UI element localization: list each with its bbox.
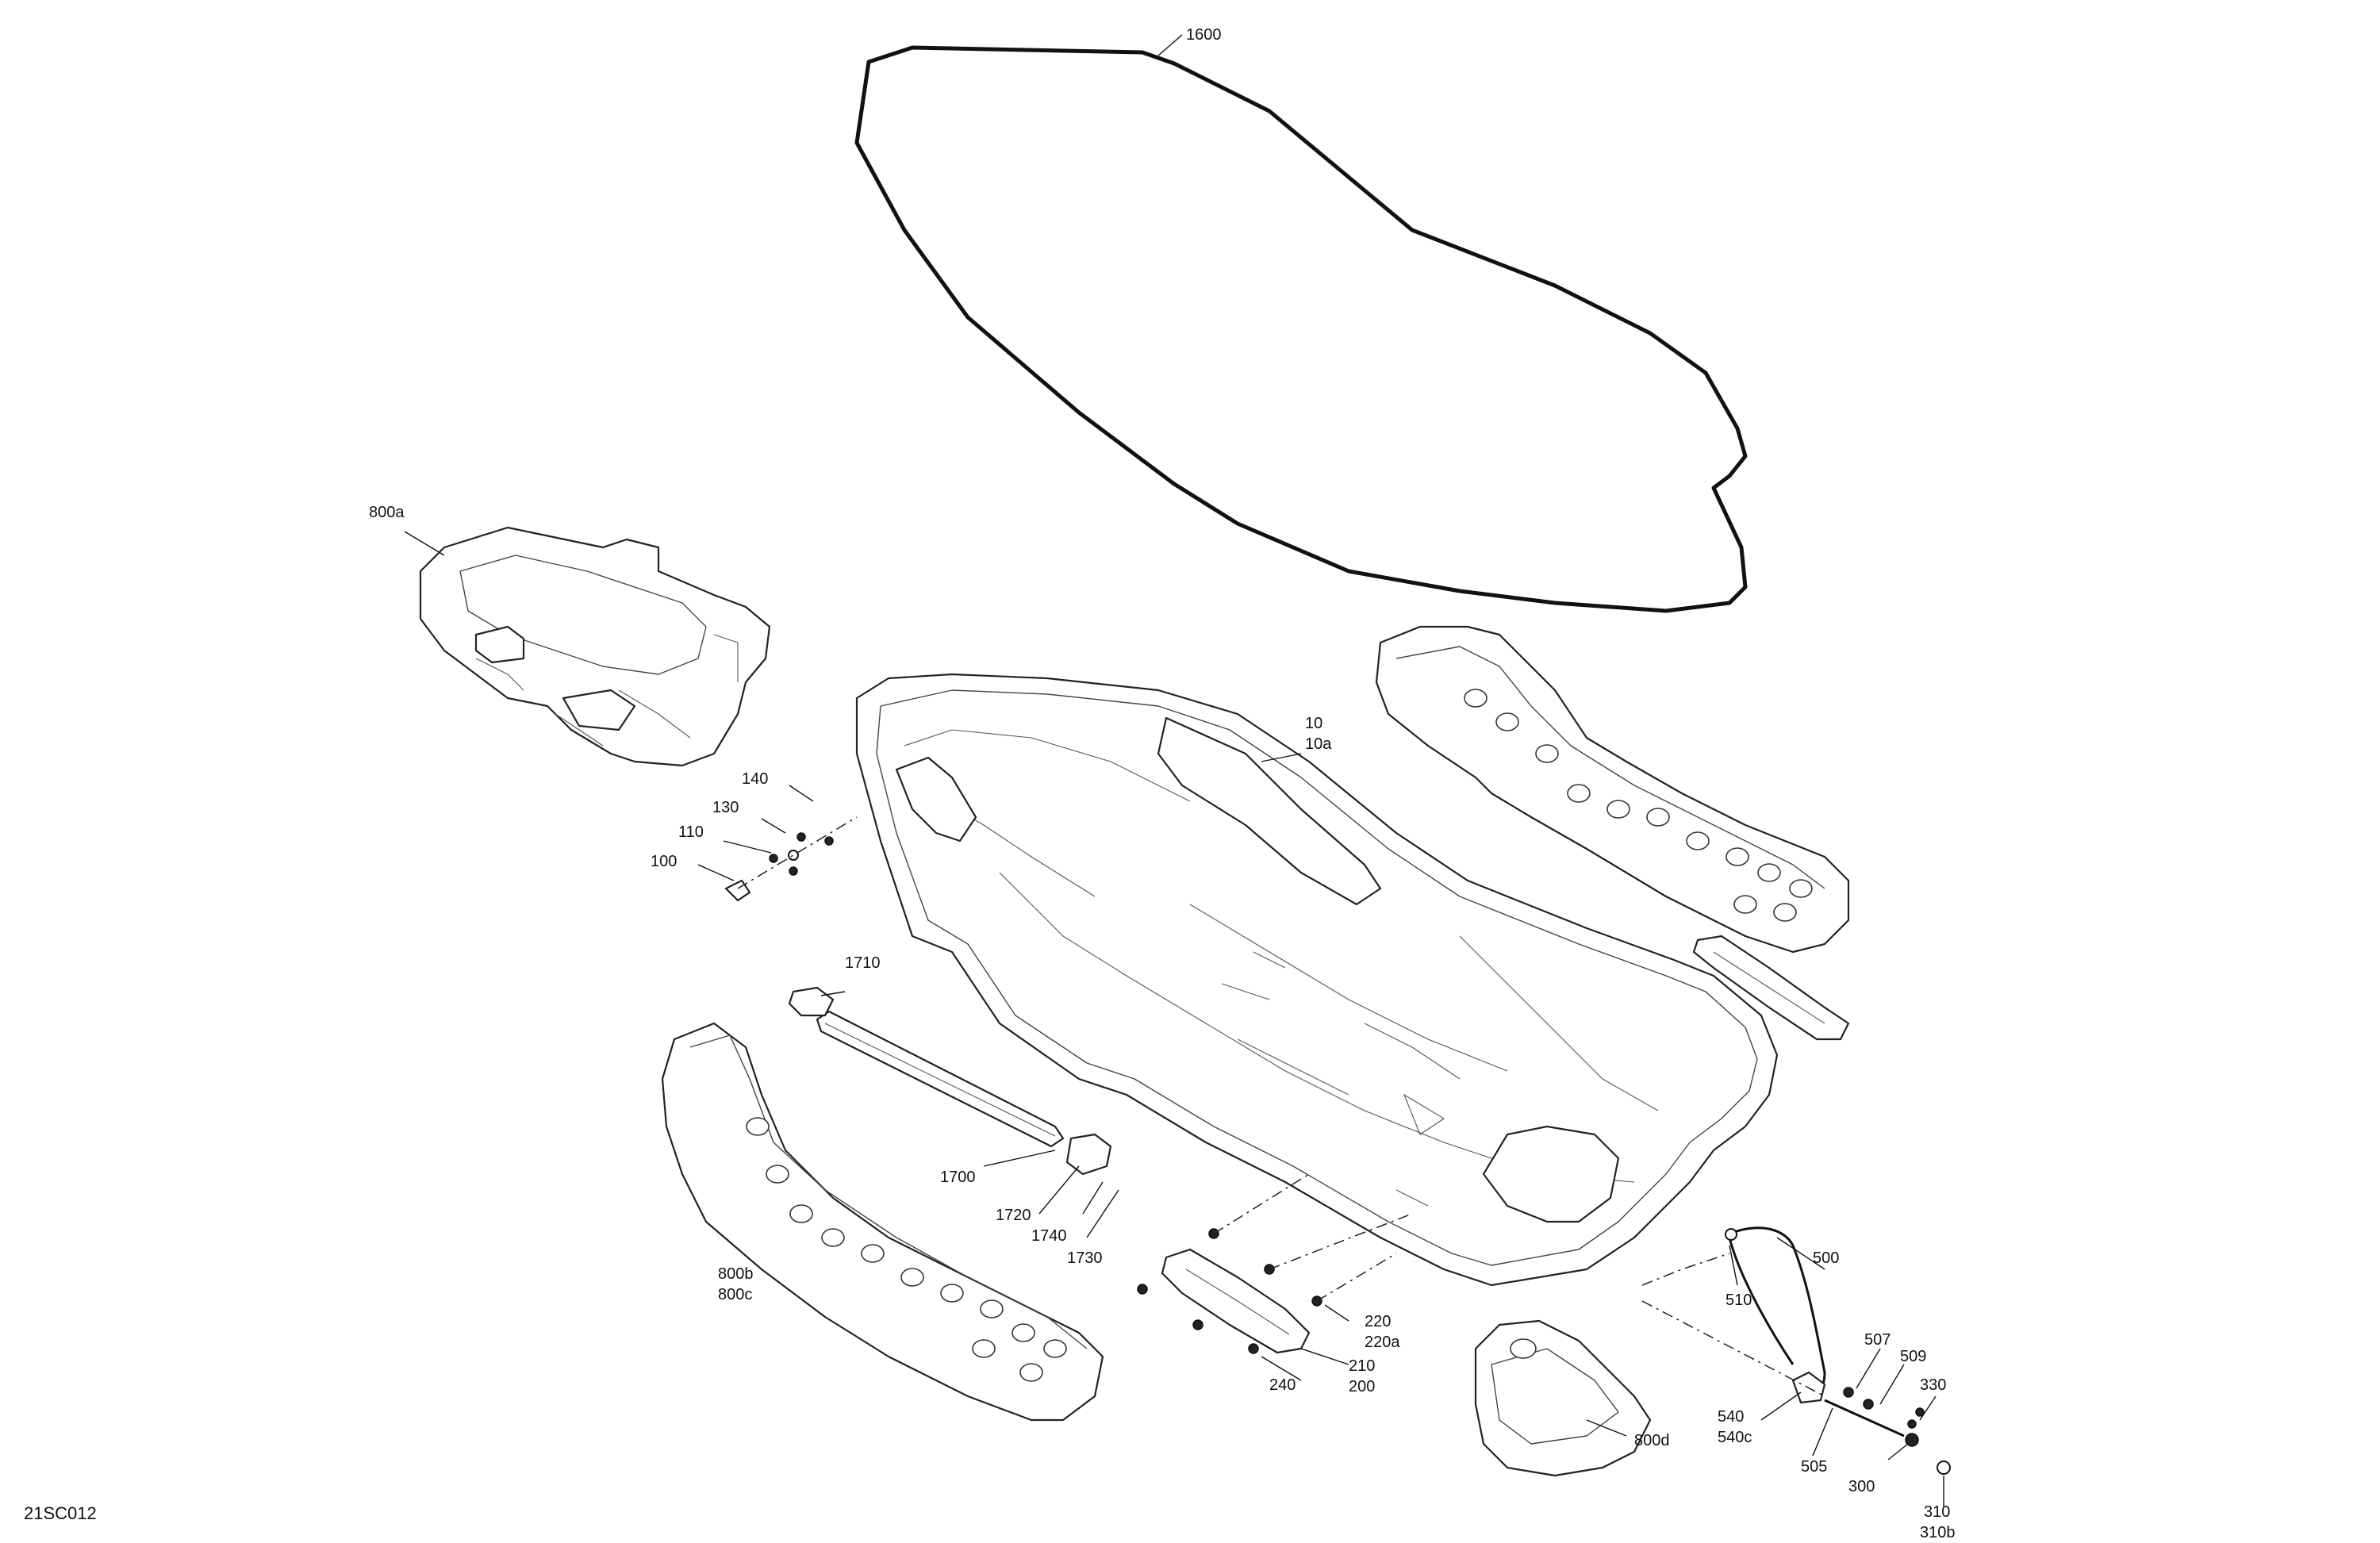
- latch-block-1710: [788, 986, 835, 1017]
- bolster-left-800b: [661, 1022, 1104, 1422]
- callout-130: 130: [712, 799, 739, 816]
- fastener-300: [1905, 1433, 1919, 1447]
- callout-110: 110: [678, 823, 704, 841]
- callout-210: 210: [1349, 1357, 1375, 1375]
- callout-140: 140: [742, 770, 768, 788]
- callout-1730: 1730: [1067, 1249, 1103, 1267]
- callout-1710: 1710: [845, 954, 881, 972]
- callout-220a: 220a: [1365, 1334, 1400, 1351]
- callout-800a: 800a: [369, 504, 405, 521]
- callout-300: 300: [1848, 1478, 1875, 1495]
- callout-240: 240: [1269, 1376, 1296, 1394]
- callout-labels: 1600 800a 10 10a 140 130 110 100 1710 17…: [369, 26, 1956, 1541]
- latch-rail-1700: [788, 986, 1112, 1176]
- diagram-code: 21SC012: [24, 1503, 97, 1523]
- callout-510: 510: [1726, 1292, 1752, 1309]
- callout-800d: 800d: [1634, 1432, 1670, 1449]
- bolster-right-holes: [1464, 689, 1813, 922]
- callout-1740: 1740: [1031, 1227, 1067, 1245]
- bolster-left-holes: [746, 1117, 1067, 1382]
- right-rail-plate: [1692, 935, 1850, 1041]
- callout-1700: 1700: [940, 1169, 976, 1186]
- cable-500: [1725, 1226, 1951, 1475]
- callout-200: 200: [1349, 1378, 1375, 1395]
- callout-540c: 540c: [1718, 1429, 1752, 1446]
- plate-210: [1161, 1248, 1311, 1354]
- seal-ring-1600: [854, 45, 1748, 613]
- assembly-lines: [737, 816, 1825, 1397]
- callout-220: 220: [1365, 1313, 1391, 1330]
- callout-540: 540: [1718, 1408, 1744, 1426]
- callout-1720: 1720: [996, 1207, 1031, 1224]
- callout-310b: 310b: [1920, 1524, 1956, 1541]
- bolster-right-upper: [1375, 625, 1850, 954]
- callout-100: 100: [651, 853, 677, 870]
- callout-310: 310: [1924, 1503, 1950, 1521]
- callout-10: 10: [1305, 715, 1322, 732]
- callout-500: 500: [1813, 1249, 1839, 1267]
- latch-block-1720: [1065, 1133, 1112, 1176]
- tray-800a: [419, 526, 771, 767]
- hardware-fasteners: [724, 832, 1925, 1429]
- callout-800b: 800b: [718, 1265, 754, 1283]
- callout-10a: 10a: [1305, 735, 1332, 753]
- seat-base-10: [855, 673, 1779, 1287]
- callout-800c: 800c: [718, 1286, 752, 1303]
- callout-505: 505: [1801, 1458, 1827, 1476]
- callout-1600: 1600: [1186, 26, 1222, 44]
- bolster-800d: [1474, 1319, 1652, 1477]
- fastener-310: [1937, 1460, 1951, 1475]
- callout-509: 509: [1900, 1348, 1926, 1365]
- leader-lines: [404, 34, 1944, 1507]
- callout-507: 507: [1864, 1331, 1891, 1349]
- callout-330: 330: [1920, 1376, 1946, 1394]
